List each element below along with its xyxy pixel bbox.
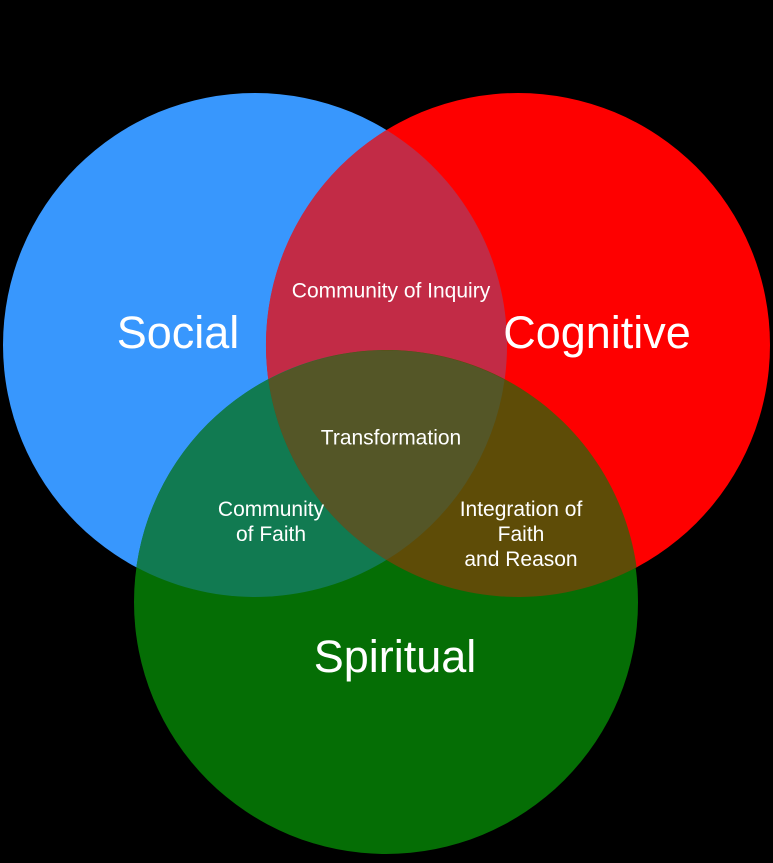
triple-overlap xyxy=(268,350,505,560)
